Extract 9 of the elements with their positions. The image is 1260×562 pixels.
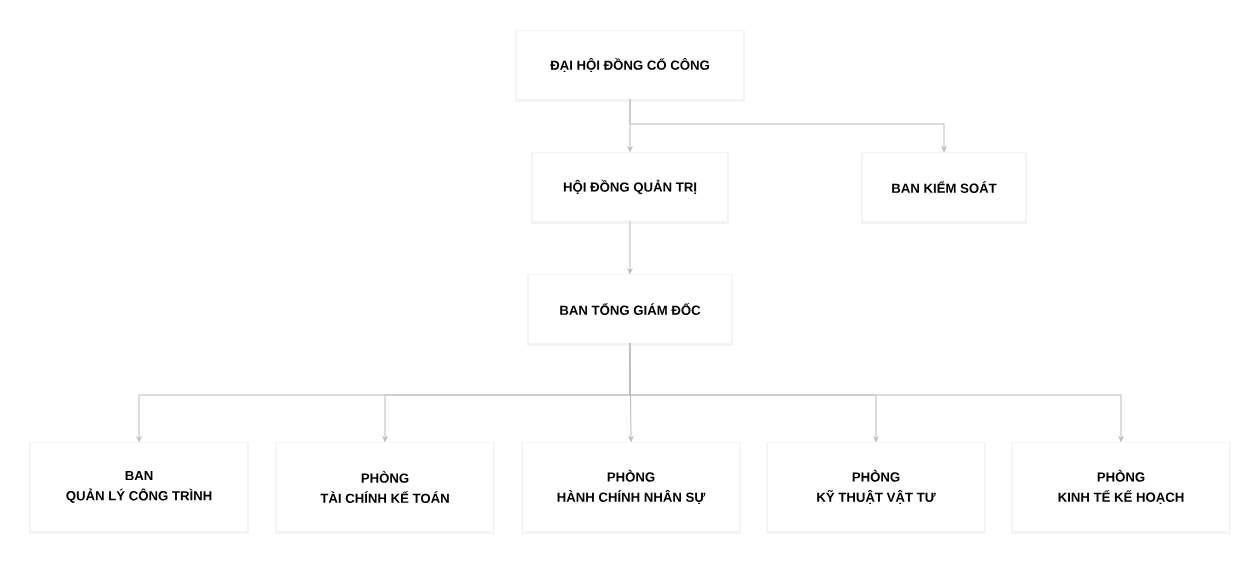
org-box: HỘI ĐỒNG QUẢN TRỊ (531, 152, 729, 224)
org-box: PHÒNG TÀI CHÍNH KẾ TOÁN (275, 442, 495, 534)
org-box: PHÒNG KINH TẾ KẾ HOẠCH (1011, 442, 1231, 534)
org-box: BAN QUẢN LÝ CÔNG TRÌNH (29, 442, 249, 534)
org-box: ĐẠI HỘI ĐỒNG CỔ CÔNG (515, 30, 745, 102)
org-box: BAN KIỂM SOÁT (861, 152, 1027, 224)
org-box: PHÒNG KỸ THUẬT VẬT TƯ (766, 442, 986, 534)
org-box: BAN TỔNG GIÁM ĐỐC (527, 274, 733, 346)
org-box: PHÒNG HÀNH CHÍNH NHÂN SỰ (521, 442, 741, 534)
